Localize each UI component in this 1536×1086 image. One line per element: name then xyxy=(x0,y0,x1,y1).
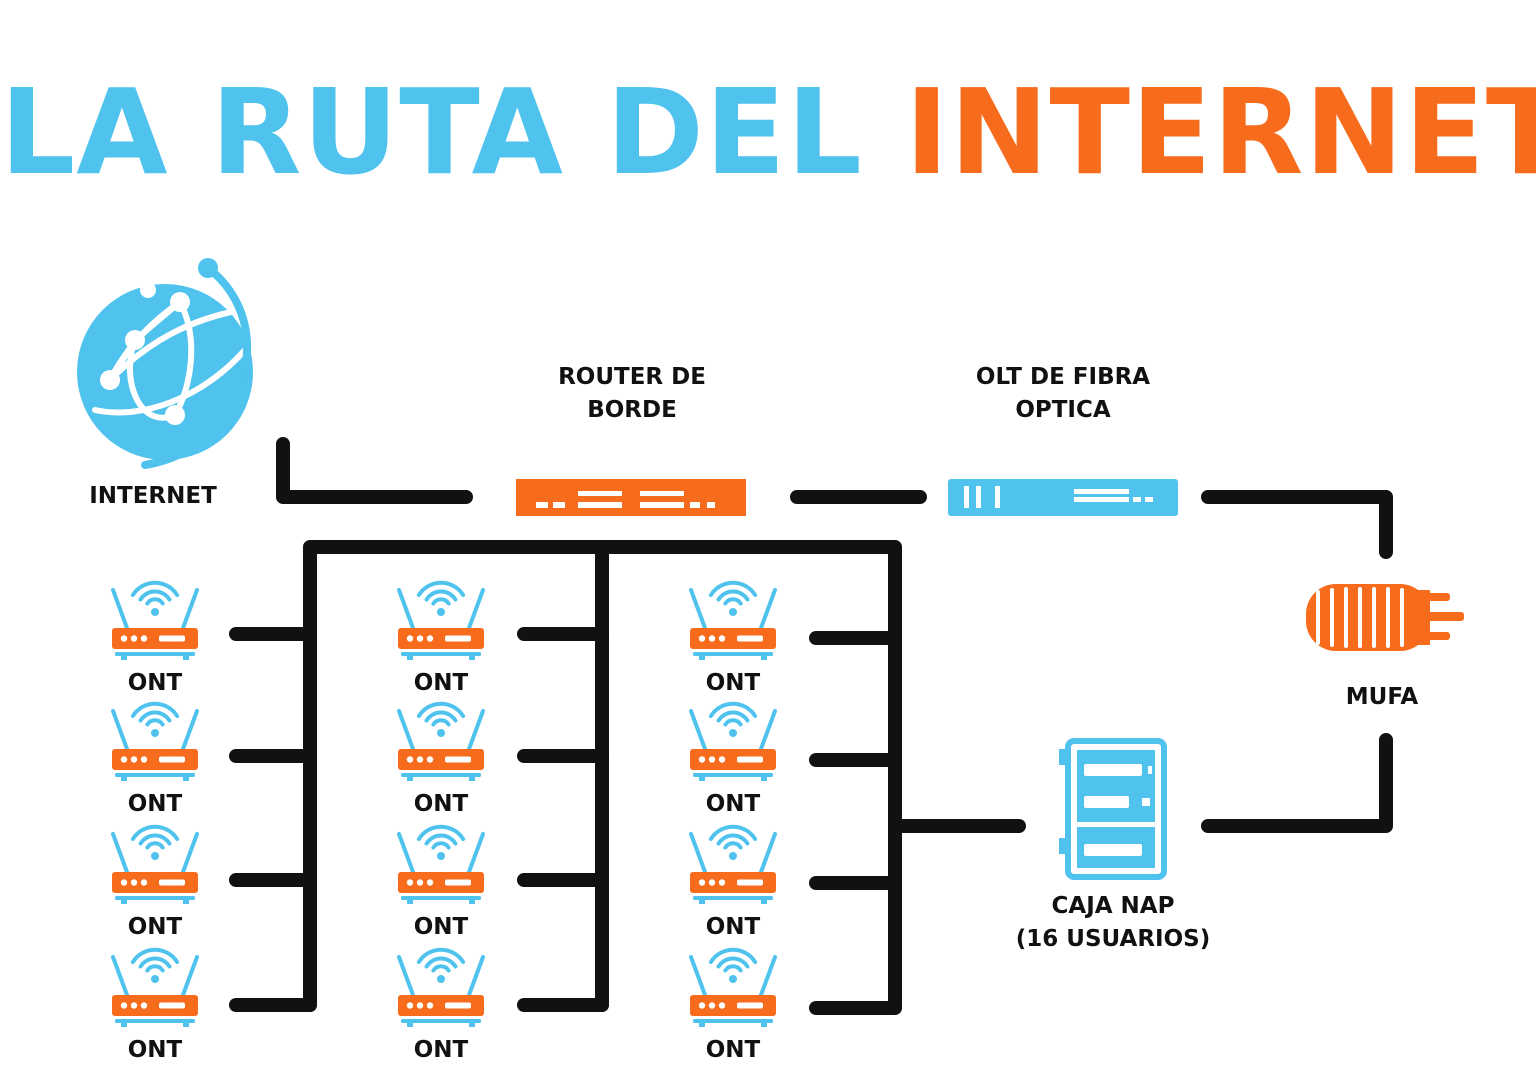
olt-label-line1: OLT DE FIBRA xyxy=(976,364,1150,390)
ont-router-icon xyxy=(111,947,199,1027)
ont-label: ONT xyxy=(414,1037,469,1063)
nap-label-line1: CAJA NAP xyxy=(1052,893,1175,919)
ont-label: ONT xyxy=(706,791,761,817)
ont-router-icon xyxy=(689,824,777,904)
router-label-line2: BORDE xyxy=(587,397,677,423)
ont-router-icon xyxy=(397,701,485,781)
line-olt-mufa xyxy=(1201,490,1393,559)
ont-router-icon xyxy=(397,824,485,904)
title-part-1: LA RUTA DEL xyxy=(0,63,863,201)
ont-router-icon xyxy=(689,947,777,1027)
ont-devices: ONT ONT ONT ONT ONT ONT ONT ONT ONT ONT ONT ONT xyxy=(111,580,777,1063)
globe-network-icon xyxy=(77,258,253,469)
ont-label: ONT xyxy=(128,914,183,940)
ont-router-icon xyxy=(111,824,199,904)
page-title: LA RUTA DEL INTERNET xyxy=(0,62,1536,202)
ont-label: ONT xyxy=(414,670,469,696)
ont-label: ONT xyxy=(706,670,761,696)
ont-label: ONT xyxy=(706,914,761,940)
ont-label: ONT xyxy=(414,914,469,940)
ont-router-icon xyxy=(689,701,777,781)
mufa-label: MUFA xyxy=(1346,684,1419,710)
ont-router-icon xyxy=(689,580,777,660)
line-mufa-nap xyxy=(1201,733,1393,833)
router-rack-icon xyxy=(516,479,746,516)
ont-label: ONT xyxy=(128,670,183,696)
connection-lines xyxy=(229,437,1393,1015)
ont-router-icon xyxy=(111,580,199,660)
ont-label: ONT xyxy=(414,791,469,817)
nap-label-line2: (16 USUARIOS) xyxy=(1016,926,1210,952)
ont-label: ONT xyxy=(128,791,183,817)
nap-box-icon xyxy=(1059,738,1167,880)
olt-label-line2: OPTICA xyxy=(1015,397,1111,423)
ont-router-icon xyxy=(397,947,485,1027)
internet-label: INTERNET xyxy=(89,483,217,509)
ont-router-icon xyxy=(111,701,199,781)
ont-label: ONT xyxy=(706,1037,761,1063)
title-part-2: INTERNET xyxy=(904,63,1536,201)
ont-label: ONT xyxy=(128,1037,183,1063)
line-internet-router xyxy=(276,437,473,504)
ont-router-icon xyxy=(397,580,485,660)
router-label-line1: ROUTER DE xyxy=(558,364,706,390)
olt-rack-icon xyxy=(948,479,1178,516)
splice-closure-icon xyxy=(1306,584,1464,651)
